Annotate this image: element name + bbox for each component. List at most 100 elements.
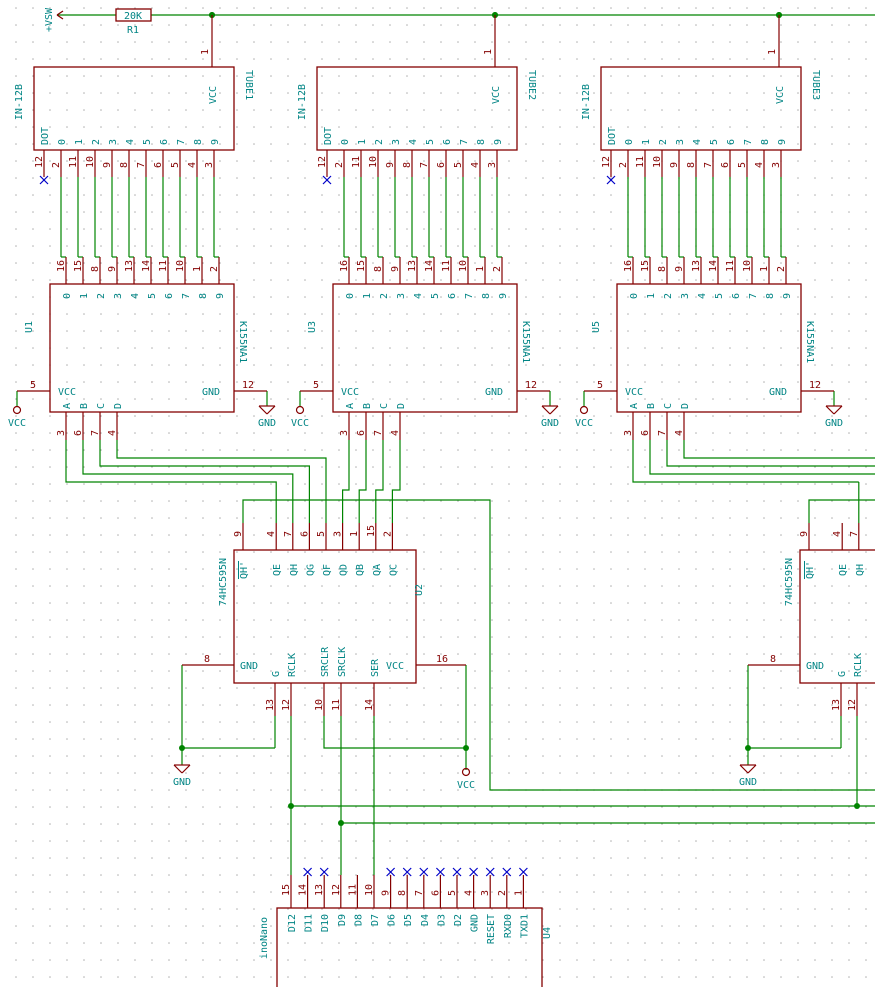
grid-dot (712, 449, 714, 451)
grid-dot (746, 517, 748, 519)
grid-dot (32, 721, 34, 723)
grid-dot (355, 925, 357, 927)
grid-dot (559, 976, 561, 978)
shift-pin-number: 7 (849, 531, 860, 537)
grid-dot (423, 75, 425, 77)
grid-dot (814, 58, 816, 60)
grid-dot (100, 24, 102, 26)
grid-dot (831, 840, 833, 842)
grid-dot (695, 262, 697, 264)
grid-dot (746, 500, 748, 502)
grid-dot (627, 568, 629, 570)
grid-dot (219, 789, 221, 791)
grid-dot (831, 7, 833, 9)
grid-dot (559, 619, 561, 621)
grid-dot (355, 279, 357, 281)
grid-dot (49, 908, 51, 910)
grid-dot (848, 330, 850, 332)
grid-dot (49, 585, 51, 587)
grid-dot (865, 194, 867, 196)
grid-dot (593, 466, 595, 468)
grid-dot (508, 483, 510, 485)
grid-dot (627, 109, 629, 111)
grid-dot (814, 364, 816, 366)
grid-dot (270, 602, 272, 604)
grid-dot (797, 534, 799, 536)
grid-dot (474, 568, 476, 570)
grid-dot (729, 568, 731, 570)
grid-dot (695, 313, 697, 315)
grid-dot (185, 721, 187, 723)
shift-pin-number: 9 (233, 531, 244, 537)
tube-pin-label: 0 (624, 139, 635, 145)
grid-dot (627, 92, 629, 94)
tube-pin-label: 4 (408, 139, 419, 145)
grid-dot (15, 279, 17, 281)
grid-dot (321, 449, 323, 451)
grid-dot (185, 500, 187, 502)
grid-dot (355, 177, 357, 179)
tube-pin-number: 8 (402, 162, 413, 168)
grid-dot (355, 976, 357, 978)
grid-dot (644, 398, 646, 400)
grid-dot (66, 738, 68, 740)
grid-dot (423, 857, 425, 859)
grid-dot (542, 109, 544, 111)
gnd-symbol (549, 405, 559, 415)
grid-dot (712, 92, 714, 94)
grid-dot (372, 41, 374, 43)
grid-dot (797, 704, 799, 706)
grid-dot (202, 228, 204, 230)
grid-dot (474, 925, 476, 927)
grid-dot (304, 738, 306, 740)
grid-dot (729, 670, 731, 672)
grid-dot (508, 500, 510, 502)
grid-dot (117, 330, 119, 332)
grid-dot (287, 602, 289, 604)
grid-dot (644, 585, 646, 587)
grid-dot (134, 585, 136, 587)
grid-dot (457, 24, 459, 26)
grid-dot (559, 296, 561, 298)
grid-dot (151, 41, 153, 43)
grid-dot (627, 772, 629, 774)
grid-dot (729, 483, 731, 485)
grid-dot (202, 942, 204, 944)
grid-dot (406, 41, 408, 43)
grid-dot (610, 381, 612, 383)
grid-dot (457, 789, 459, 791)
grid-dot (32, 398, 34, 400)
grid-dot (746, 75, 748, 77)
grid-dot (831, 211, 833, 213)
grid-dot (270, 942, 272, 944)
grid-dot (848, 721, 850, 723)
grid-dot (287, 160, 289, 162)
grid-dot (389, 976, 391, 978)
grid-dot (253, 432, 255, 434)
grid-dot (763, 41, 765, 43)
grid-dot (559, 24, 561, 26)
grid-dot (287, 449, 289, 451)
grid-dot (508, 7, 510, 9)
grid-dot (525, 772, 527, 774)
grid-dot (168, 211, 170, 213)
grid-dot (389, 687, 391, 689)
mcu-pin-label: RESET (486, 914, 497, 944)
vcc-label: VCC (8, 418, 26, 429)
grid-dot (117, 177, 119, 179)
shift-body (799, 549, 875, 684)
grid-dot (406, 704, 408, 706)
grid-dot (746, 908, 748, 910)
grid-dot (440, 296, 442, 298)
grid-dot (695, 891, 697, 893)
grid-dot (32, 7, 34, 9)
grid-dot (729, 959, 731, 961)
grid-dot (780, 7, 782, 9)
grid-dot (151, 619, 153, 621)
grid-dot (644, 500, 646, 502)
grid-dot (287, 636, 289, 638)
grid-dot (474, 602, 476, 604)
grid-dot (270, 874, 272, 876)
grid-dot (219, 228, 221, 230)
grid-dot (236, 262, 238, 264)
